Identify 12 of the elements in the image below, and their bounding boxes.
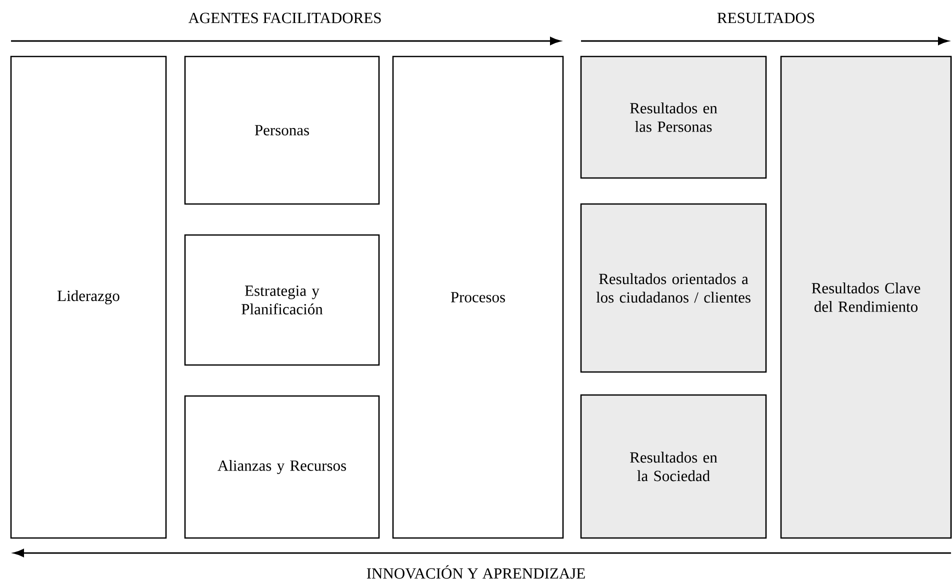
section-heading: AGENTES FACILITADORES	[188, 12, 381, 24]
process-box: Alianzas y Recursos	[184, 395, 380, 539]
section-heading: INNOVACIÓN Y APRENDIZAJE	[366, 565, 585, 579]
process-box: Liderazgo	[10, 56, 167, 539]
section-heading: RESULTADOS	[717, 12, 814, 24]
process-box: Resultados en la Sociedad	[580, 394, 767, 539]
process-box: Procesos	[392, 56, 564, 539]
process-box: Personas	[184, 56, 380, 205]
process-box: Resultados orientados a los ciudadanos / clientes	[580, 203, 767, 373]
process-box: Resultados Clave del Rendimiento	[780, 56, 952, 539]
process-box: Estrategia y Planificación	[184, 234, 380, 366]
process-box: Resultados en las Personas	[580, 56, 767, 179]
